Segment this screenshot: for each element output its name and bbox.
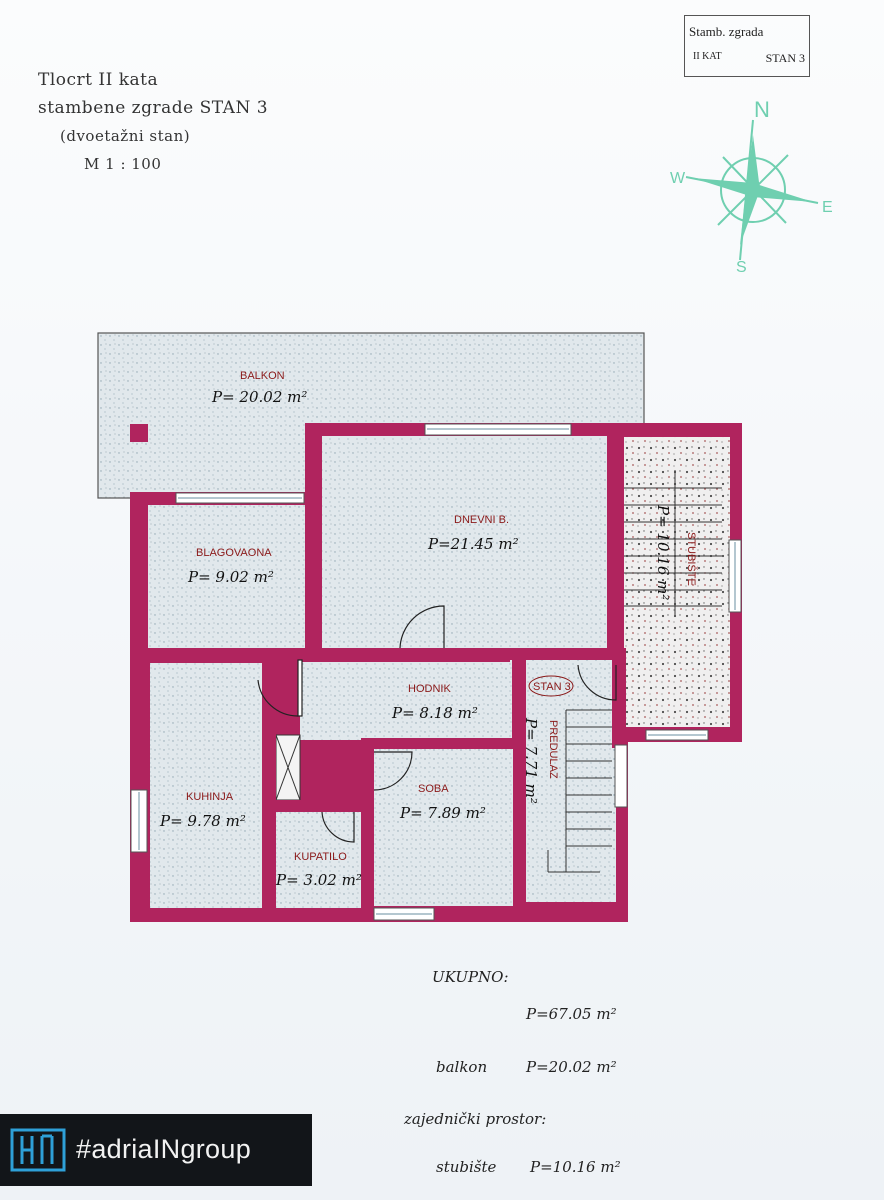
room-soba — [374, 748, 513, 906]
label-balkon: BALKON — [240, 370, 285, 382]
plan-title: Tlocrt II kata stambene zgrade STAN 3 (d… — [38, 66, 268, 178]
area-kupatilo: P= 3.02 m² — [275, 871, 362, 889]
title-line-1: Tlocrt II kata — [38, 70, 159, 90]
label-stan3: STAN 3 — [533, 681, 571, 693]
label-stubiste: STUBIŠTE — [685, 532, 698, 586]
title-scale: M 1 : 100 — [84, 155, 162, 173]
logo-text: #adriaINgroup — [76, 1134, 252, 1164]
room-kuhinja — [150, 663, 262, 908]
totals-stubiste-value: P=10.16 m² — [530, 1158, 621, 1176]
area-blagovaona: P= 9.02 m² — [187, 568, 274, 586]
totals-ukupno-value: P=67.05 m² — [526, 1005, 617, 1023]
title-line-3: (dvoetažni stan) — [60, 127, 191, 145]
area-stubiste: P= 10.16 m² — [654, 504, 672, 600]
room-predulaz — [526, 660, 616, 902]
stamp-line-1: Stamb. zgrada — [689, 24, 764, 39]
stamp-unit: STAN 3 — [765, 51, 805, 65]
totals-stubiste-label: stubište — [436, 1158, 497, 1176]
label-kuhinja: KUHINJA — [186, 791, 234, 803]
compass-s: S — [736, 259, 747, 275]
label-soba: SOBA — [418, 783, 449, 795]
room-dnevni — [322, 436, 607, 648]
compass-e: E — [822, 199, 833, 216]
area-dnevni: P=21.45 m² — [427, 535, 519, 553]
compass-n: N — [754, 97, 770, 122]
area-predulaz: P= 7.71 m² — [522, 717, 540, 804]
area-balkon: P= 20.02 m² — [211, 388, 307, 406]
logo-banner: #adriaINgroup — [0, 1114, 312, 1186]
totals-balkon-value: P=20.02 m² — [526, 1058, 617, 1076]
label-blagovaona: BLAGOVAONA — [196, 547, 272, 559]
balcony-column — [130, 424, 148, 442]
stamp-floor: II KAT — [693, 51, 722, 62]
room-hodnik — [300, 660, 512, 740]
compass-w: W — [670, 170, 686, 187]
label-predulaz: PREDULAZ — [547, 720, 559, 779]
adria-logo-icon — [10, 1128, 66, 1172]
room-blagovaona — [148, 505, 320, 651]
totals-balkon-label: balkon — [436, 1058, 488, 1076]
totals-ukupno-label: UKUPNO: — [432, 968, 509, 986]
title-line-2: stambene zgrade STAN 3 — [38, 98, 269, 118]
area-hodnik: P= 8.18 m² — [391, 704, 478, 722]
compass-rose-icon: N E S W — [670, 97, 833, 275]
area-soba: P= 7.89 m² — [399, 804, 486, 822]
room-kupatilo — [276, 812, 361, 908]
totals-zajednicki-label: zajednički prostor: — [404, 1110, 547, 1128]
label-hodnik: HODNIK — [408, 683, 451, 695]
label-kupatilo: KUPATILO — [294, 851, 347, 863]
stamp-box: Stamb. zgrada II KAT STAN 3 — [684, 15, 810, 77]
room-stubiste — [624, 437, 730, 727]
label-dnevni: DNEVNI B. — [454, 514, 509, 526]
area-kuhinja: P= 9.78 m² — [159, 812, 246, 830]
